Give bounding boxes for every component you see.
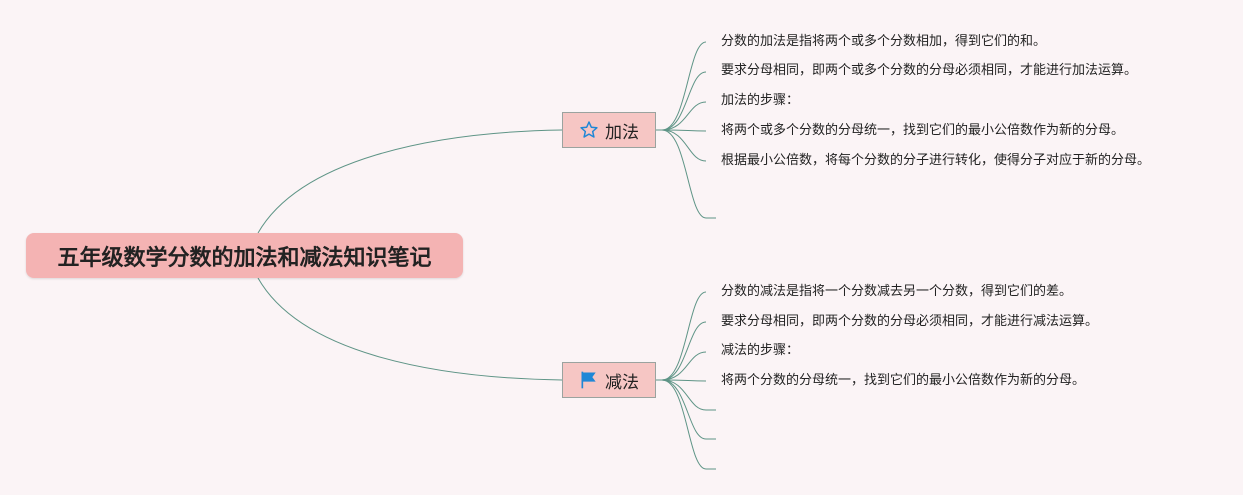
root-topic-label: 五年级数学分数的加法和减法知识笔记 xyxy=(57,245,432,271)
branch-label: 加法 xyxy=(605,122,639,143)
leaf-topic[interactable]: 将两个或多个分数的分母统一，找到它们的最小公倍数作为新的分母。 xyxy=(721,123,1125,138)
leaf-topic[interactable]: 分数的加法是指将两个或多个分数相加，得到它们的和。 xyxy=(721,34,1047,49)
leaf-topic[interactable]: 根据最小公倍数，将每个分数的分子进行转化，使得分子对应于新的分母。 xyxy=(721,153,1151,168)
branch-to-leaf-line xyxy=(656,129,707,219)
branch-to-leaf-line xyxy=(656,129,707,162)
leaf-topic[interactable]: 分数的减法是指将一个分数减去另一个分数，得到它们的差。 xyxy=(721,284,1073,299)
flag-icon xyxy=(579,370,599,390)
branch-to-leaf-line xyxy=(656,291,707,381)
root-to-addition-line xyxy=(257,129,563,234)
leaf-topic[interactable]: 要求分母相同，即两个分数的分母必须相同，才能进行减法运算。 xyxy=(721,314,1099,329)
branch-to-leaf-line xyxy=(656,379,707,470)
branch-to-leaf-line xyxy=(656,71,707,131)
leaf-topic[interactable]: 减法的步骤： xyxy=(721,343,800,358)
root-topic[interactable]: 五年级数学分数的加法和减法知识笔记 xyxy=(26,233,463,278)
leaf-topic[interactable]: 加法的步骤： xyxy=(721,93,800,108)
root-to-subtraction-line xyxy=(257,277,563,381)
leaf-topic[interactable]: 将两个分数的分母统一，找到它们的最小公倍数作为新的分母。 xyxy=(721,373,1086,388)
branch-topic-subtraction[interactable]: 减法 xyxy=(562,362,656,398)
branch-to-leaf-line xyxy=(656,41,707,131)
branch-topic-addition[interactable]: 加法 xyxy=(562,112,656,148)
leaf-topic[interactable]: 要求分母相同，即两个或多个分数的分母必须相同，才能进行加法运算。 xyxy=(721,63,1138,78)
branch-to-leaf-line xyxy=(656,321,707,381)
star-icon xyxy=(579,120,599,140)
branch-label: 减法 xyxy=(605,372,639,393)
